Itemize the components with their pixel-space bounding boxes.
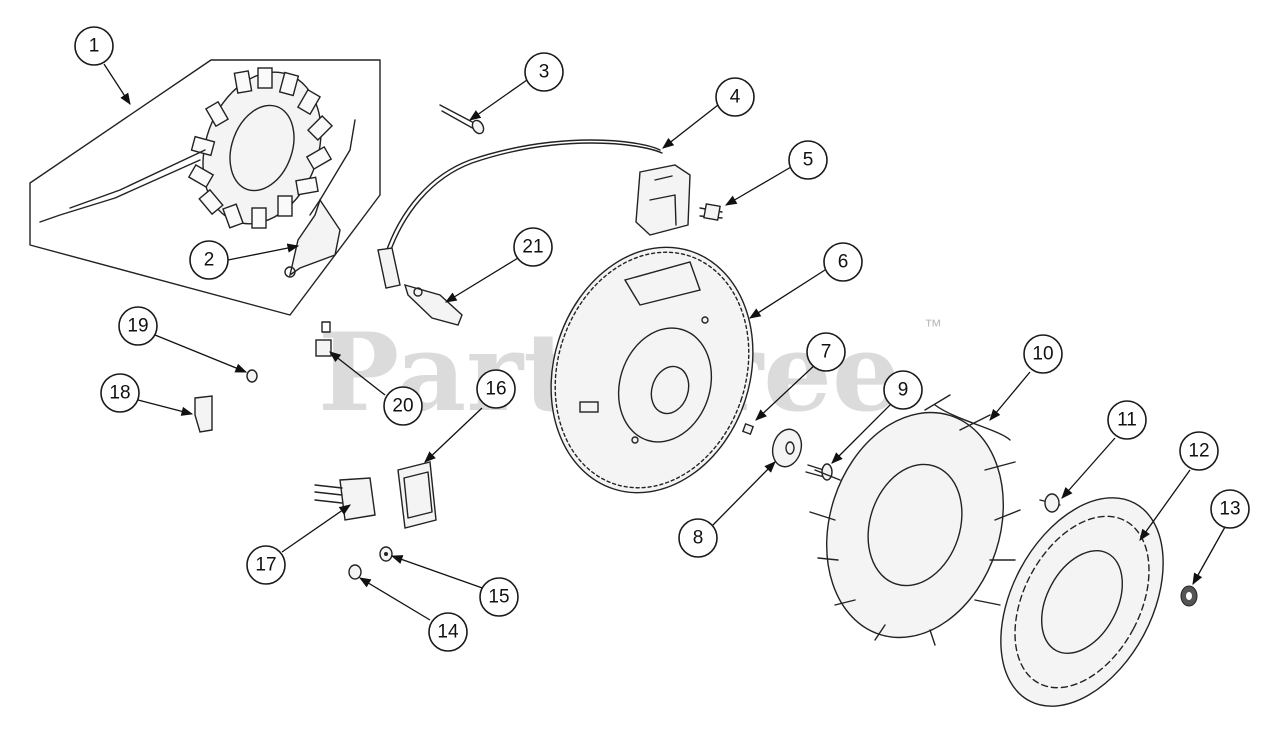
callout-10[interactable]: 10 bbox=[1023, 334, 1063, 374]
bolt-part bbox=[439, 104, 485, 135]
svg-text:10: 10 bbox=[1032, 344, 1053, 365]
ring-terminal bbox=[246, 369, 258, 383]
svg-text:8: 8 bbox=[693, 528, 704, 549]
callout-17[interactable]: 17 bbox=[246, 545, 286, 585]
svg-text:14: 14 bbox=[437, 622, 459, 643]
key-part bbox=[741, 422, 755, 436]
svg-text:20: 20 bbox=[392, 396, 413, 417]
screw-part bbox=[699, 203, 723, 221]
callout-6[interactable]: 6 bbox=[823, 242, 863, 282]
svg-text:1: 1 bbox=[89, 36, 100, 57]
fan-screw bbox=[1039, 493, 1061, 513]
stator-assembly bbox=[29, 59, 381, 316]
callout-2[interactable]: 2 bbox=[189, 240, 229, 280]
terminal-block bbox=[315, 321, 332, 357]
callout-19[interactable]: 19 bbox=[118, 306, 158, 346]
svg-text:6: 6 bbox=[838, 252, 849, 273]
fan-part bbox=[809, 394, 1021, 646]
callout-18[interactable]: 18 bbox=[100, 373, 140, 413]
svg-text:15: 15 bbox=[488, 587, 509, 608]
callout-11[interactable]: 11 bbox=[1107, 400, 1147, 440]
screen-part bbox=[1000, 497, 1164, 707]
svg-text:5: 5 bbox=[803, 150, 814, 171]
connector-part bbox=[314, 477, 376, 521]
callout-3[interactable]: 3 bbox=[524, 52, 564, 92]
svg-text:19: 19 bbox=[127, 316, 148, 337]
flywheel-part bbox=[550, 246, 754, 494]
callout-5[interactable]: 5 bbox=[788, 140, 828, 180]
rectifier-part bbox=[397, 461, 437, 529]
ignition-module bbox=[377, 139, 691, 289]
small-screw bbox=[348, 564, 362, 580]
callout-20[interactable]: 20 bbox=[383, 386, 423, 426]
svg-text:21: 21 bbox=[522, 237, 543, 258]
callout-15[interactable]: 15 bbox=[479, 577, 519, 617]
spark-plug bbox=[403, 283, 463, 326]
callout-4[interactable]: 4 bbox=[715, 77, 755, 117]
callout-9[interactable]: 9 bbox=[883, 370, 923, 410]
svg-text:9: 9 bbox=[898, 380, 909, 401]
callout-1[interactable]: 1 bbox=[74, 26, 114, 66]
callout-8[interactable]: 8 bbox=[678, 518, 718, 558]
washer-part bbox=[771, 428, 803, 468]
callout-21[interactable]: 21 bbox=[513, 227, 553, 267]
svg-text:4: 4 bbox=[730, 87, 741, 108]
svg-text:18: 18 bbox=[109, 383, 130, 404]
svg-text:2: 2 bbox=[204, 250, 215, 271]
bracket-part bbox=[284, 198, 341, 278]
svg-text:11: 11 bbox=[1117, 410, 1137, 431]
leader-lines bbox=[103, 63, 1226, 621]
callout-12[interactable]: 12 bbox=[1179, 431, 1219, 471]
callout-14[interactable]: 14 bbox=[428, 612, 468, 652]
clip-part bbox=[194, 395, 213, 433]
small-nut bbox=[379, 546, 393, 562]
svg-text:17: 17 bbox=[255, 555, 276, 576]
callouts: 1 2 3 4 5 6 7 8 9 10 11 12 13 14 15 16 1… bbox=[74, 26, 1250, 652]
svg-text:12: 12 bbox=[1188, 441, 1209, 462]
watermark-trademark: ™ bbox=[924, 316, 942, 336]
callout-7[interactable]: 7 bbox=[806, 332, 846, 372]
nut-part bbox=[1180, 585, 1198, 607]
svg-text:3: 3 bbox=[539, 62, 550, 83]
callout-13[interactable]: 13 bbox=[1210, 489, 1250, 529]
svg-text:7: 7 bbox=[821, 342, 832, 363]
callout-16[interactable]: 16 bbox=[476, 369, 516, 409]
svg-text:13: 13 bbox=[1219, 499, 1240, 520]
svg-text:16: 16 bbox=[485, 379, 506, 400]
